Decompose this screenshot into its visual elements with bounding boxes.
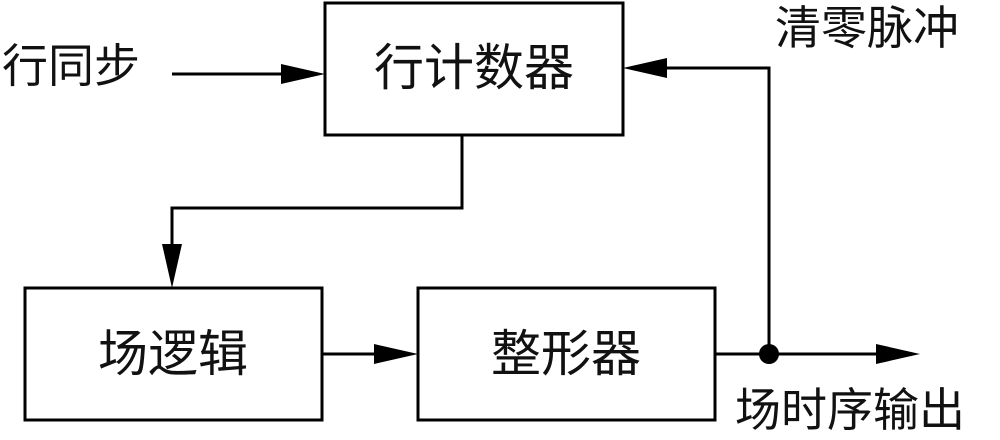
line-sync-label: 行同步 xyxy=(2,39,140,93)
output-arrow-icon xyxy=(876,344,920,364)
shaper-block: 整形器 xyxy=(416,286,717,422)
clear-pulse-wire xyxy=(660,66,771,354)
clear-pulse-arrow-icon xyxy=(623,58,667,78)
field-timing-output-label: 场时序输出 xyxy=(735,383,965,437)
line-counter-block: 行计数器 xyxy=(323,1,625,137)
counter-to-logic-wire xyxy=(170,135,464,252)
counter-to-logic-arrow-icon xyxy=(162,244,182,288)
line-counter-label: 行计数器 xyxy=(374,39,574,97)
line-sync-arrow-icon xyxy=(281,64,325,84)
logic-to-shaper-connector xyxy=(322,344,418,364)
clear-pulse-feedback-connector xyxy=(623,58,771,354)
logic-to-shaper-arrow-icon xyxy=(374,344,418,364)
field-logic-block: 场逻辑 xyxy=(23,286,324,422)
line-counter-box xyxy=(323,1,625,137)
field-logic-box xyxy=(23,286,324,422)
clear-pulse-label: 清零脉冲 xyxy=(775,1,959,55)
line-sync-connector xyxy=(172,64,325,84)
output-connector xyxy=(715,344,920,364)
shaper-box xyxy=(416,286,717,422)
shaper-label: 整形器 xyxy=(491,325,641,383)
counter-to-logic-connector xyxy=(162,135,464,288)
field-logic-label: 场逻辑 xyxy=(98,325,248,383)
